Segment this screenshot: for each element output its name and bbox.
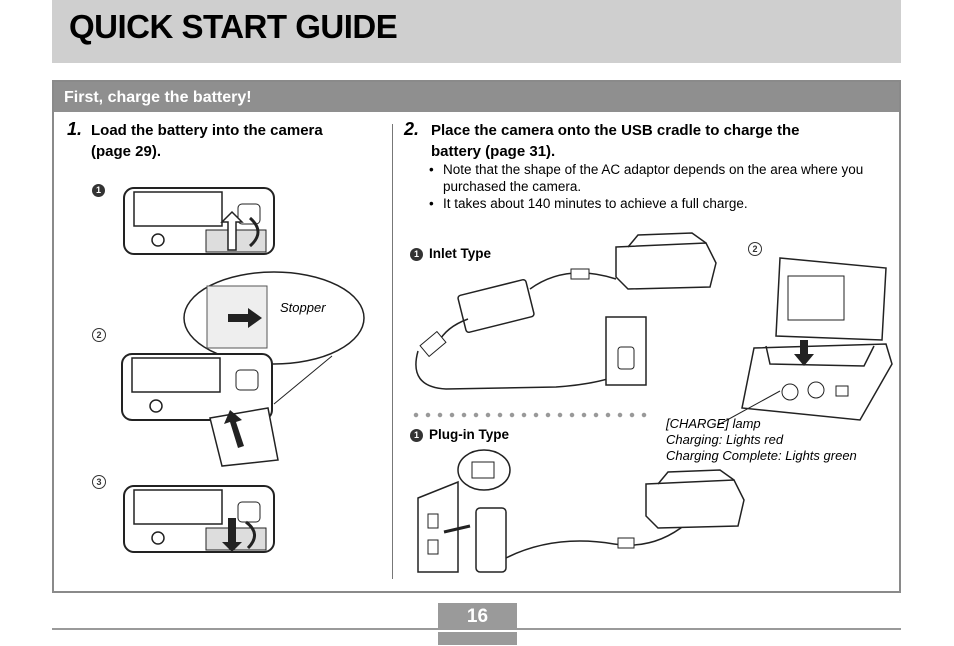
page-number-box: 16 <box>438 603 517 645</box>
plugin-adaptor-illustration <box>417 449 745 573</box>
step-2-line2: battery (page 31). <box>431 143 556 160</box>
charging-red-label: Charging: Lights red <box>666 432 784 447</box>
charging-complete-label: Charging Complete: Lights green <box>666 448 857 463</box>
step-1-text: Load the battery into the camera (page 2… <box>91 120 323 162</box>
step-1-number: 1. <box>67 119 83 139</box>
footer-line <box>52 628 901 630</box>
page-title: QUICK START GUIDE <box>69 8 398 45</box>
note-item: •It takes about 140 minutes to achieve a… <box>429 196 748 211</box>
step-2-notes: •Note that the shape of the AC adaptor d… <box>427 161 897 212</box>
note-item: •Note that the shape of the AC adaptor d… <box>429 162 864 194</box>
step-1-line1: Load the battery into the camera <box>91 122 323 139</box>
charge-lamp-label: [CHARGE] lamp <box>666 416 761 431</box>
section-separator <box>410 412 650 418</box>
section-title: First, charge the battery! <box>64 89 252 106</box>
camera-on-cradle-illustration <box>741 257 893 421</box>
camera-battery-closed-illustration <box>123 485 275 553</box>
plugin-type-label: Plug-in Type <box>429 427 509 442</box>
camera-battery-open-illustration <box>123 187 275 255</box>
marker-inlet: 1 <box>410 248 423 261</box>
page-number: 16 <box>466 606 489 627</box>
step-2-line1: Place the camera onto the USB cradle to … <box>431 122 800 139</box>
camera-battery-insert-illustration <box>121 353 279 467</box>
inlet-adaptor-illustration <box>415 232 717 390</box>
column-divider <box>392 124 393 579</box>
stopper-label: Stopper <box>280 300 326 315</box>
title-bar: QUICK START GUIDE <box>52 0 901 63</box>
marker-3: 3 <box>92 475 106 489</box>
step-2-text: Place the camera onto the USB cradle to … <box>431 120 799 162</box>
marker-2-cradle: 2 <box>748 242 762 256</box>
charge-lamp-notes: [CHARGE] lamp Charging: Lights red Charg… <box>666 416 857 464</box>
inlet-type-label: Inlet Type <box>429 246 492 261</box>
content-frame: First, charge the battery! 1. Load the b… <box>52 80 901 593</box>
charge-lamp-pointer <box>717 390 781 426</box>
step-2-number: 2. <box>404 119 420 139</box>
marker-1: 1 <box>92 184 105 197</box>
step-1-line2: (page 29). <box>91 143 162 160</box>
marker-2: 2 <box>92 328 106 342</box>
marker-plugin: 1 <box>410 429 423 442</box>
section-header: First, charge the battery! <box>54 82 899 112</box>
